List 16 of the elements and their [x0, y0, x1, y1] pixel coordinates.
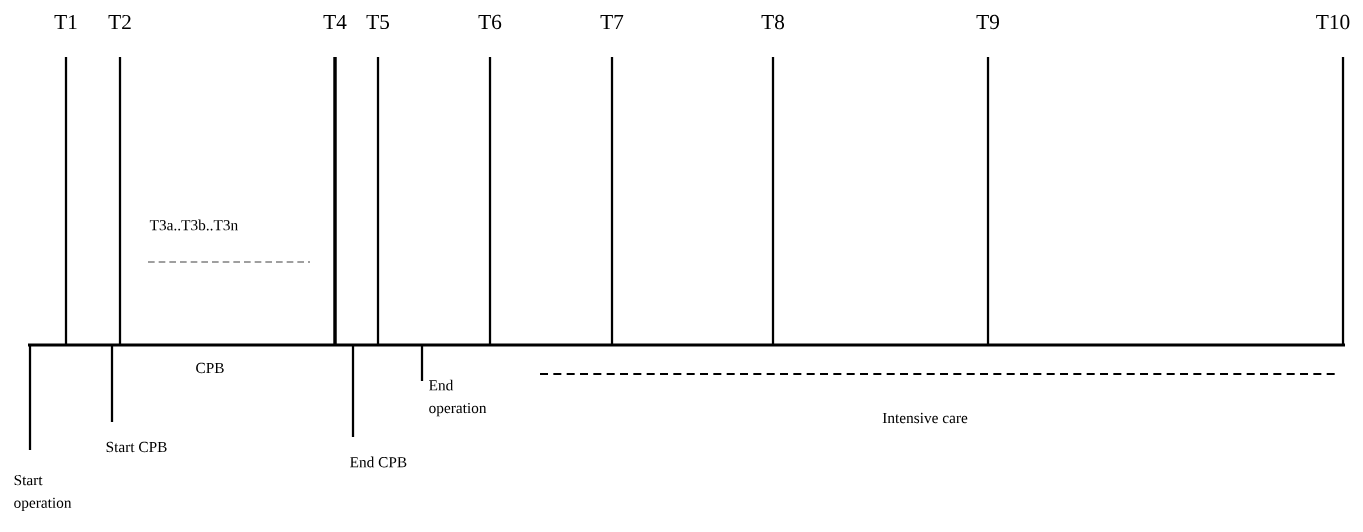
tick-label: T2	[108, 14, 131, 30]
phase-label: Intensive care	[882, 412, 968, 424]
tick-label: T8	[761, 14, 785, 30]
tick-label: T1	[54, 14, 77, 30]
tick-label: T10	[1316, 14, 1350, 30]
tick-label: T9	[976, 14, 999, 30]
event-label: End CPB	[350, 456, 407, 468]
tick-label: T5	[366, 14, 389, 30]
event-label: Start operation	[14, 474, 72, 512]
tick-label: T4	[323, 15, 347, 29]
event-label: Start CPB	[106, 441, 167, 453]
tick-label: T6	[478, 14, 502, 30]
tick-label: T7	[600, 15, 624, 29]
phase-label: CPB	[196, 362, 224, 374]
event-label: End operation	[429, 379, 487, 417]
period-label: T3a..T3b..T3n	[149, 219, 238, 231]
